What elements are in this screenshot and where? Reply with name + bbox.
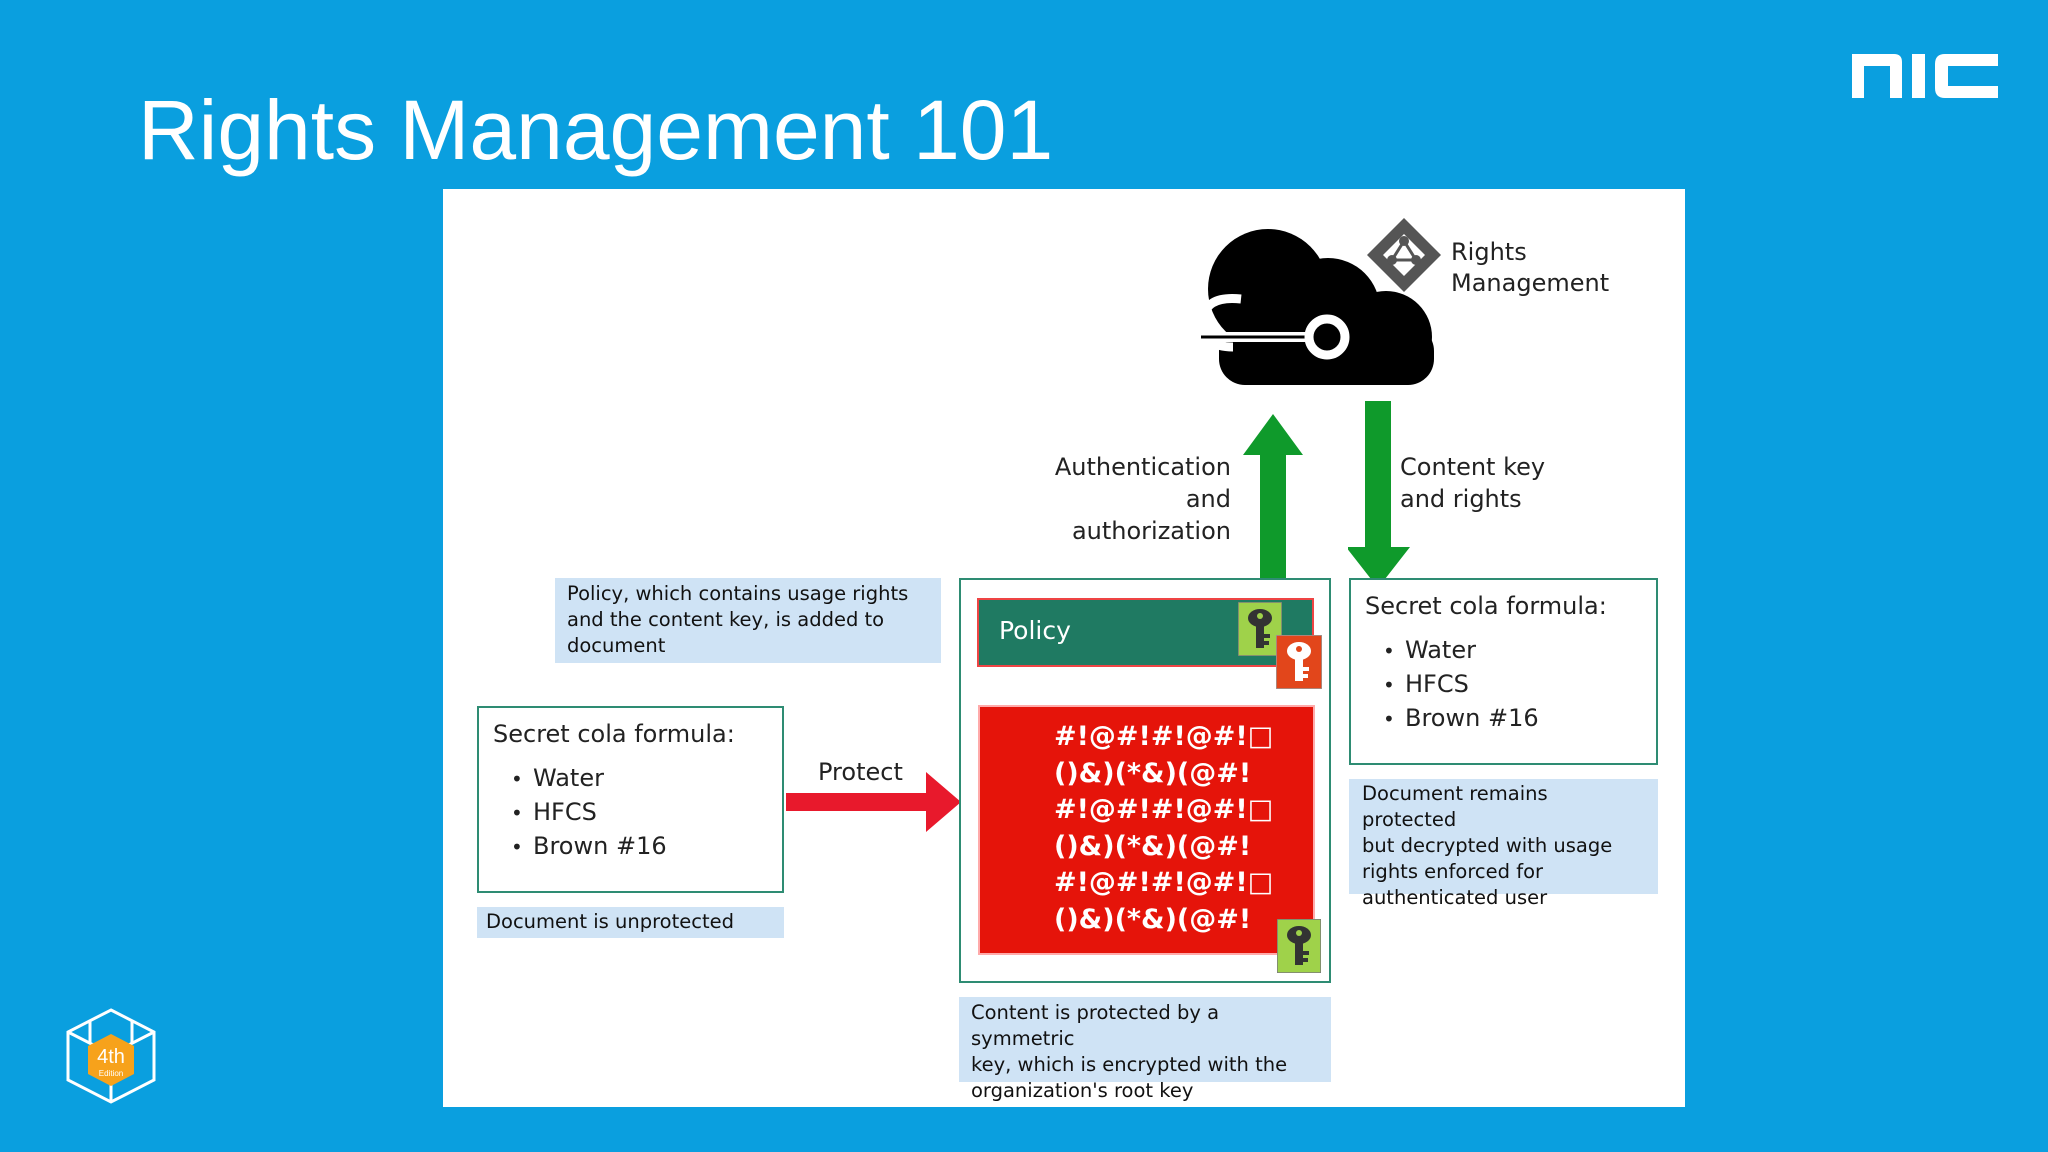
ingredient-item: Water (1383, 634, 1642, 668)
diagram-panel: Rights Management Authentication and aut… (443, 189, 1685, 1107)
arrow-label-auth: Authentication and authorization (1054, 453, 1231, 545)
key-icon (1277, 919, 1321, 973)
badge-label: Edition (99, 1069, 123, 1078)
cloud-icon (1198, 229, 1434, 385)
service-name: Rights Management (1451, 238, 1610, 297)
decrypted-document: Secret cola formula: Water HFCS Brown #1… (1349, 578, 1658, 765)
unprotected-caption: Document is unprotected (477, 907, 784, 938)
rights-management-icon (1367, 218, 1441, 292)
ingredient-item: HFCS (511, 796, 768, 830)
edition-badge: 4th Edition (66, 1008, 156, 1104)
arrow-label-content-key: Content key and rights (1400, 453, 1546, 513)
arrow-down-content-key (1348, 401, 1410, 588)
document-heading: Secret cola formula: (493, 720, 735, 748)
cipher-line: ()&)(*&)(@#! (1054, 830, 1252, 862)
cipher-line: #!@#!#!@#!□ (1054, 721, 1274, 752)
document-heading: Secret cola formula: (1365, 592, 1607, 620)
unprotected-document: Secret cola formula: Water HFCS Brown #1… (477, 706, 784, 893)
ingredient-item: HFCS (1383, 668, 1642, 702)
protected-caption: Content is protected by a symmetric key,… (959, 997, 1331, 1102)
key-icon (1238, 602, 1282, 656)
ingredient-item: Brown #16 (1383, 702, 1642, 736)
cipher-line: #!@#!#!@#!□ (1054, 794, 1274, 826)
policy-label: Policy (999, 616, 1071, 645)
protect-label: Protect (818, 758, 903, 786)
cipher-line: ()&)(*&)(@#! (1054, 903, 1252, 935)
badge-number: 4th (97, 1046, 125, 1068)
ingredient-item: Brown #16 (511, 830, 768, 864)
slide-title: Rights Management 101 (138, 83, 1054, 177)
cipher-line: #!@#!#!@#!□ (1054, 867, 1274, 899)
policy-note: Policy, which contains usage rights and … (555, 578, 941, 663)
decrypted-caption: Document remains protected but decrypted… (1349, 779, 1658, 909)
nic-logo (1852, 54, 1998, 98)
encrypted-content: #!@#!#!@#!□ ()&)(*&)(@#! #!@#!#!@#!□ ()&… (978, 705, 1315, 955)
cipher-line: ()&)(*&)(@#! (1054, 757, 1252, 789)
key-icon (1276, 635, 1322, 689)
ingredient-item: Water (511, 762, 768, 796)
protect-arrow (786, 772, 961, 832)
